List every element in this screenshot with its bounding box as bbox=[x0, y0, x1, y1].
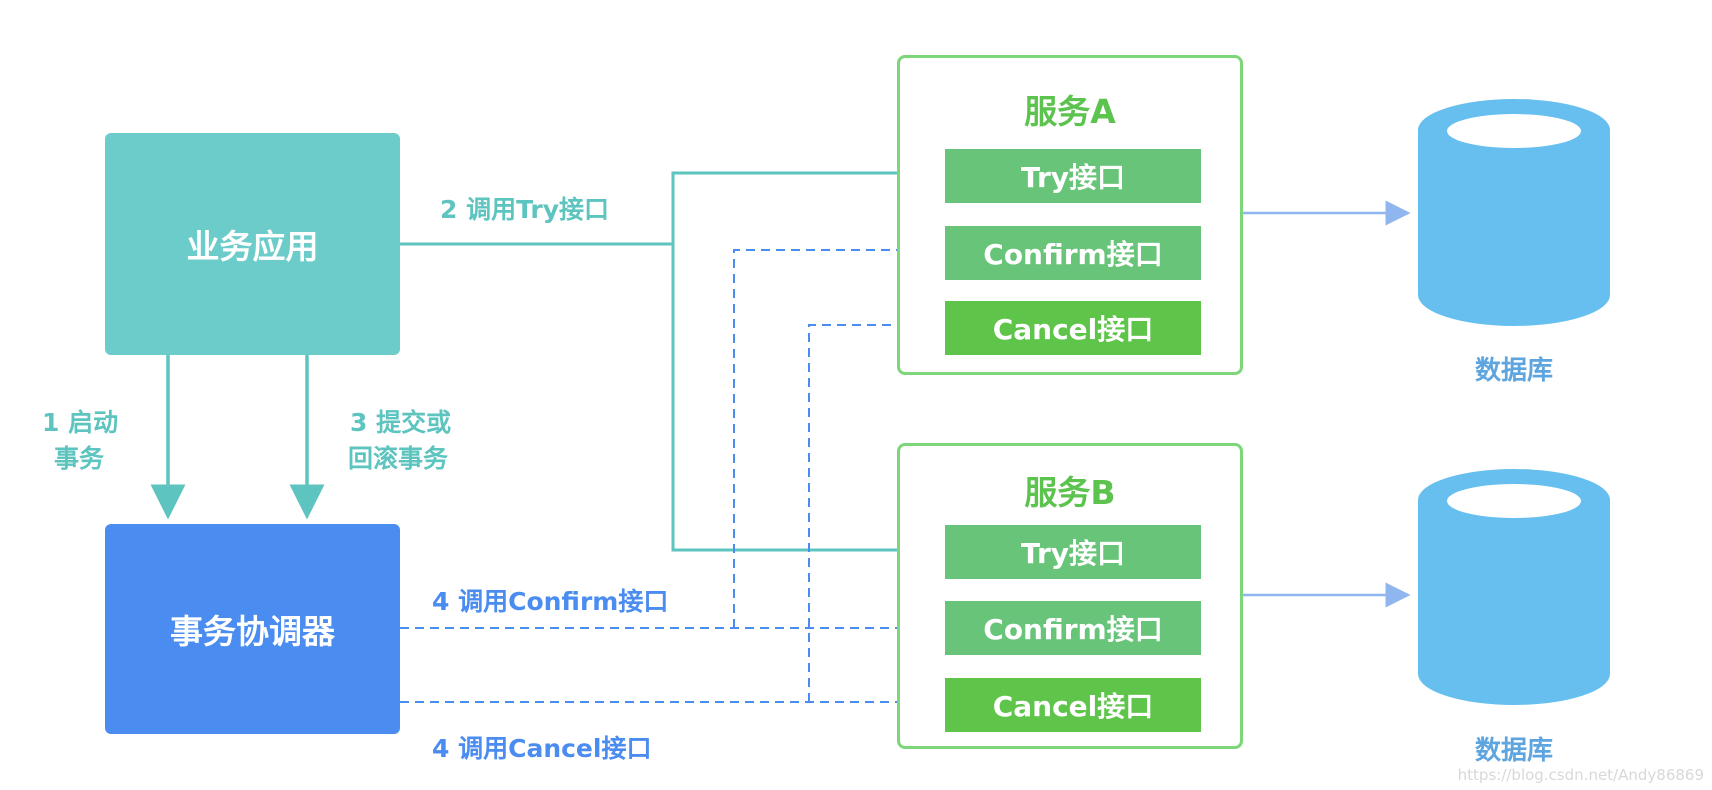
coordinator-node: 事务协调器 bbox=[105, 524, 400, 734]
service-b-try-label: Try接口 bbox=[1020, 537, 1126, 570]
business-app-label: 业务应用 bbox=[186, 227, 319, 266]
business-app-node: 业务应用 bbox=[105, 133, 400, 355]
service-b-confirm-label: Confirm接口 bbox=[983, 613, 1163, 646]
step3-label: 3 提交或 回滚事务 bbox=[348, 403, 451, 475]
service-b-cancel-interface: Cancel接口 bbox=[945, 678, 1201, 732]
step3-label-line2: 回滚事务 bbox=[348, 444, 449, 473]
service-a-cancel-label: Cancel接口 bbox=[992, 313, 1154, 346]
service-a-title: 服务A bbox=[1024, 92, 1116, 131]
database-b-label: 数据库 bbox=[1474, 736, 1553, 766]
service-b-confirm-interface: Confirm接口 bbox=[945, 601, 1201, 655]
step1-label-line2: 事务 bbox=[54, 444, 105, 473]
edge-try-service-a bbox=[671, 158, 945, 244]
step2-label: 2 调用Try接口 bbox=[440, 195, 610, 224]
service-b-title: 服务B bbox=[1024, 473, 1116, 512]
service-b-try-interface: Try接口 bbox=[945, 525, 1201, 579]
step1-label: 1 启动 事务 bbox=[42, 403, 118, 475]
database-icon bbox=[1418, 99, 1610, 326]
service-a-confirm-label: Confirm接口 bbox=[983, 238, 1163, 271]
service-a-try-interface: Try接口 bbox=[945, 149, 1201, 203]
database-a-label: 数据库 bbox=[1474, 356, 1553, 386]
service-a-cancel-interface: Cancel接口 bbox=[945, 301, 1201, 355]
service-a-try-label: Try接口 bbox=[1020, 161, 1126, 194]
watermark: https://blog.csdn.net/Andy86869 bbox=[1457, 766, 1704, 784]
edge-confirm-service-a bbox=[733, 240, 944, 628]
service-b-frame: 服务B Try接口 Confirm接口 Cancel接口 bbox=[897, 443, 1243, 749]
service-a-confirm-interface: Confirm接口 bbox=[945, 226, 1201, 280]
step4-cancel-label: 4 调用Cancel接口 bbox=[432, 734, 652, 763]
step4-confirm-label: 4 调用Confirm接口 bbox=[432, 587, 669, 616]
service-a-frame: 服务A Try接口 Confirm接口 Cancel接口 bbox=[897, 55, 1243, 375]
coordinator-label: 事务协调器 bbox=[170, 612, 335, 651]
service-b-cancel-label: Cancel接口 bbox=[992, 690, 1154, 723]
step1-label-line1: 1 启动 bbox=[42, 408, 119, 437]
database-icon bbox=[1418, 469, 1610, 705]
step3-label-line1: 3 提交或 bbox=[350, 408, 452, 437]
edge-try-service-b bbox=[671, 244, 945, 565]
